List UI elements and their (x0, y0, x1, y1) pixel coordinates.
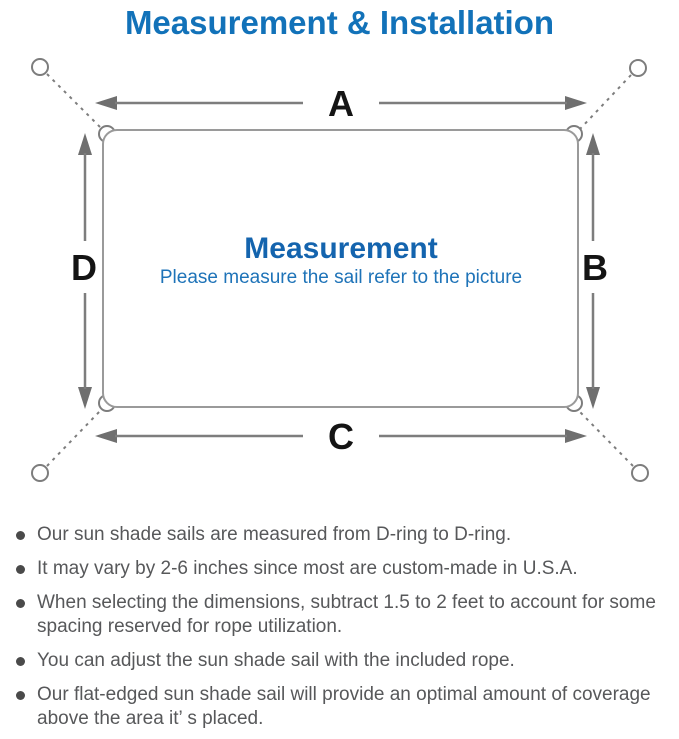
note-text: When selecting the dimensions, subtract … (37, 592, 656, 637)
bullet-icon (16, 691, 25, 700)
sail-diagram-svg: A C D B Measurement Please measure the s… (31, 58, 649, 482)
dim-label-d: D (71, 247, 97, 288)
list-item: Our sun shade sails are measured from D-… (14, 523, 671, 547)
anchor-ring-bottom-left (31, 464, 49, 482)
rope-line-top-left (46, 73, 101, 128)
rope-line-bottom-right (579, 411, 634, 467)
dim-label-b: B (582, 247, 608, 288)
notes-list: Our sun shade sails are measured from D-… (0, 515, 679, 731)
list-item: It may vary by 2-6 inches since most are… (14, 557, 671, 581)
arrow-c-right-icon (565, 429, 587, 443)
note-text: It may vary by 2-6 inches since most are… (37, 558, 578, 579)
note-text: You can adjust the sun shade sail with t… (37, 650, 515, 671)
list-item: You can adjust the sun shade sail with t… (14, 649, 671, 673)
bullet-icon (16, 599, 25, 608)
rope-line-top-right (579, 74, 632, 130)
note-text: Our flat-edged sun shade sail will provi… (37, 684, 651, 729)
page-title: Measurement & Installation (124, 4, 555, 41)
bullet-icon (16, 657, 25, 666)
rope-line-bottom-left (46, 410, 101, 467)
dim-label-c: C (328, 416, 354, 457)
bullet-icon (16, 565, 25, 574)
arrow-b-down-icon (586, 387, 600, 409)
list-item: When selecting the dimensions, subtract … (14, 591, 671, 639)
arrow-a-right-icon (565, 96, 587, 110)
arrow-a-left-icon (95, 96, 117, 110)
measurement-diagram: A C D B Measurement Please measure the s… (0, 45, 679, 515)
dim-label-a: A (328, 83, 354, 124)
arrow-d-down-icon (78, 387, 92, 409)
list-item: Our flat-edged sun shade sail will provi… (14, 683, 671, 731)
anchor-ring-top-right (629, 59, 647, 77)
bullet-icon (16, 531, 25, 540)
arrow-c-left-icon (95, 429, 117, 443)
anchor-ring-top-left (31, 58, 49, 76)
diagram-center-subtitle: Please measure the sail refer to the pic… (160, 267, 522, 288)
arrow-b-up-icon (586, 133, 600, 155)
sail-rectangle (102, 129, 579, 408)
diagram-center-title: Measurement (244, 232, 437, 265)
note-text: Our sun shade sails are measured from D-… (37, 524, 512, 545)
anchor-ring-bottom-right (631, 464, 649, 482)
arrow-d-up-icon (78, 133, 92, 155)
